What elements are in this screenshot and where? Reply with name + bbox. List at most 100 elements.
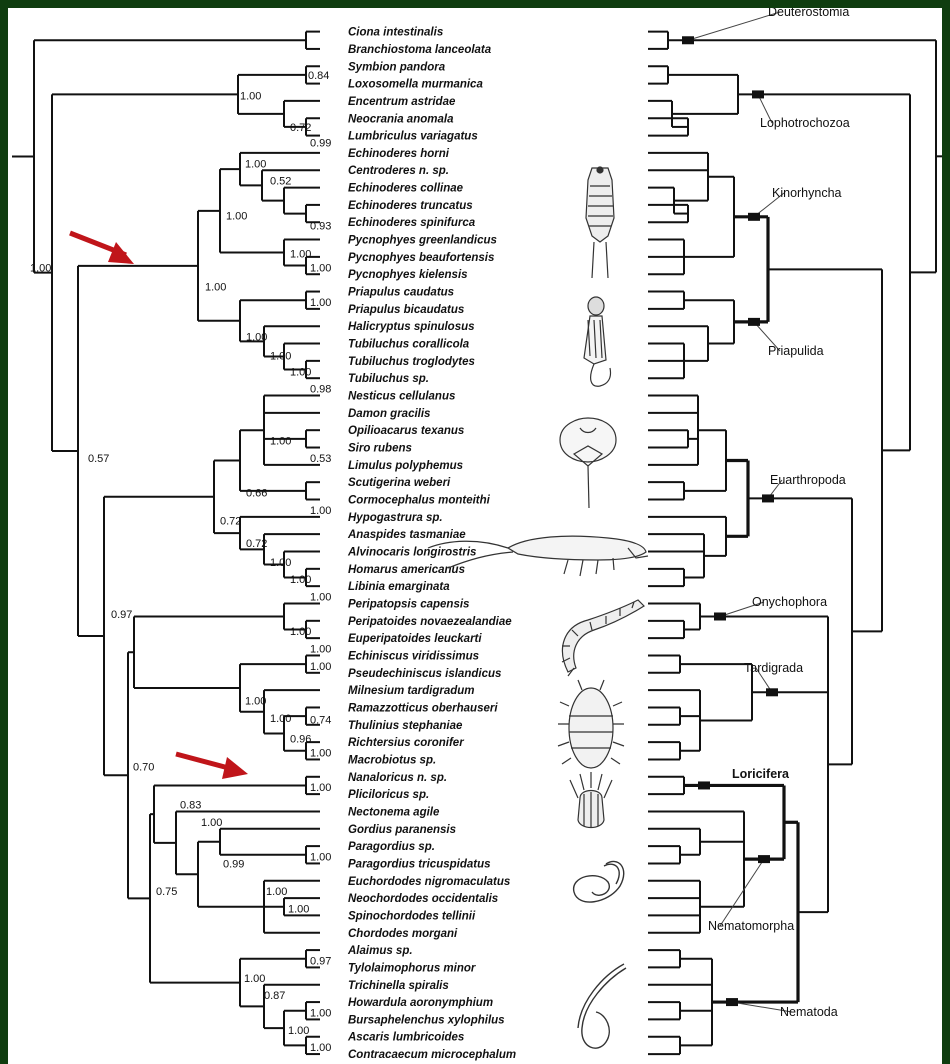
clade-label: Euarthropoda xyxy=(770,473,846,487)
support-value: 1.00 xyxy=(310,782,331,794)
kinorhynch-drawing xyxy=(585,166,615,279)
taxon-label: Ascaris lumbricoides xyxy=(347,1032,464,1044)
taxon-label: Siro rubens xyxy=(348,443,412,455)
taxon-label: Chordodes morgani xyxy=(348,928,458,940)
support-value: 0.57 xyxy=(88,453,109,465)
taxon-label: Gordius paranensis xyxy=(348,824,456,836)
taxon-label: Opilioacarus texanus xyxy=(348,425,464,437)
clade-label: Kinorhyncha xyxy=(772,186,842,200)
nematode-drawing xyxy=(577,963,627,1049)
support-value: 1.00 xyxy=(290,366,311,378)
clade-label: Lophotrochozoa xyxy=(760,116,850,130)
support-value: 0.66 xyxy=(246,488,267,500)
clade-leader-line xyxy=(719,858,765,927)
taxon-label: Echinoderes collinae xyxy=(348,183,464,195)
support-value: 1.00 xyxy=(310,1042,331,1054)
clade-leader-line xyxy=(755,667,773,693)
support-value: 0.52 xyxy=(270,176,291,188)
support-value: 0.70 xyxy=(133,761,154,773)
taxon-label: Tubiluchus troglodytes xyxy=(348,356,475,368)
clade-marker xyxy=(758,855,770,864)
clade-marker xyxy=(726,998,738,1007)
clade-marker xyxy=(748,212,760,221)
taxon-label: Euchordodes nigromaculatus xyxy=(348,876,510,888)
taxon-label: Halicryptus spinulosus xyxy=(348,321,475,333)
taxon-label: Loxosomella murmanica xyxy=(348,79,483,91)
taxon-label: Contracaecum microcephalum xyxy=(348,1049,516,1061)
taxon-label: Libinia emarginata xyxy=(348,581,450,593)
clade-marker xyxy=(766,688,778,697)
support-value: 0.72 xyxy=(246,538,267,550)
taxon-label: Trichinella spiralis xyxy=(348,980,449,992)
priapulid-drawing xyxy=(583,296,612,387)
support-value: 0.83 xyxy=(180,800,201,812)
support-value: 0.74 xyxy=(310,715,331,727)
taxon-label: Tubiluchus sp. xyxy=(348,373,429,385)
support-value: 1.00 xyxy=(310,644,331,656)
taxon-label: Nectonema agile xyxy=(348,806,440,818)
support-value: 1.00 xyxy=(245,158,266,170)
support-value: 1.00 xyxy=(245,696,266,708)
taxon-label: Bursaphelenchus xylophilus xyxy=(348,1014,505,1026)
taxon-label: Nesticus cellulanus xyxy=(348,391,455,403)
velvet-worm-drawing xyxy=(561,599,645,677)
taxon-label: Lumbriculus variagatus xyxy=(348,131,478,143)
taxon-label: Pycnophyes beaufortensis xyxy=(348,252,494,264)
clade-marker xyxy=(714,612,726,621)
clade-leader-line xyxy=(753,321,781,352)
support-value: 0.96 xyxy=(290,734,311,746)
taxon-label: Echinoderes truncatus xyxy=(348,200,473,212)
support-value: 0.53 xyxy=(310,453,331,465)
taxon-label: Echinoderes horni xyxy=(348,148,450,160)
taxon-label: Centroderes n. sp. xyxy=(348,165,449,177)
taxon-label: Anaspides tasmaniae xyxy=(347,529,466,541)
clade-label: Nematoda xyxy=(780,1005,838,1019)
taxon-label: Tylolaimophorus minor xyxy=(348,962,476,974)
clade-marker xyxy=(698,781,710,790)
support-value: 1.00 xyxy=(290,574,311,586)
support-value: 1.00 xyxy=(270,351,291,363)
taxon-label: Pliciloricus sp. xyxy=(348,789,429,801)
taxon-label: Howardula aoronymphium xyxy=(348,997,493,1009)
support-value: 1.00 xyxy=(30,262,51,274)
support-value: 1.00 xyxy=(266,886,287,898)
taxon-label: Damon gracilis xyxy=(348,408,430,420)
support-value: 1.00 xyxy=(270,557,291,569)
support-value: 0.84 xyxy=(308,70,329,82)
clade-marker xyxy=(762,494,774,503)
taxon-label: Alaimus sp. xyxy=(347,945,413,957)
red-arrow-icon xyxy=(175,751,248,779)
support-value: 0.72 xyxy=(290,122,311,134)
taxon-label: Cormocephalus monteithi xyxy=(348,495,491,507)
taxon-label: Richtersius coronifer xyxy=(348,737,464,749)
taxon-label: Neochordodes occidentalis xyxy=(348,893,498,905)
taxon-label: Euperipatoides leuckarti xyxy=(348,633,482,645)
taxon-label: Paragordius tricuspidatus xyxy=(348,858,491,870)
support-value: 1.00 xyxy=(226,210,247,222)
support-value: 0.99 xyxy=(223,858,244,870)
taxon-label: Neocrania anomala xyxy=(348,113,454,125)
support-value: 0.72 xyxy=(220,515,241,527)
support-value: 1.00 xyxy=(310,661,331,673)
taxon-label: Encentrum astridae xyxy=(348,96,456,108)
horsehair-worm-drawing xyxy=(573,860,625,903)
shrimp-drawing xyxy=(427,535,649,577)
support-value: 0.93 xyxy=(310,221,331,233)
taxon-label: Priapulus caudatus xyxy=(348,287,454,299)
clade-label: Onychophora xyxy=(752,595,827,609)
support-value: 1.00 xyxy=(244,973,265,985)
clade-label: Priapulida xyxy=(768,344,824,358)
support-value: 1.00 xyxy=(270,713,291,725)
support-value: 1.00 xyxy=(310,1007,331,1019)
taxon-label: Tubiluchus corallicola xyxy=(348,339,470,351)
taxon-label: Alvinocaris longirostris xyxy=(347,547,476,559)
taxon-label: Priapulus bicaudatus xyxy=(348,304,464,316)
clade-label: Deuterostomia xyxy=(768,8,849,19)
taxon-label: Milnesium tardigradum xyxy=(348,685,475,697)
support-value: 0.97 xyxy=(111,609,132,621)
support-value: 1.00 xyxy=(290,626,311,638)
taxon-label: Pycnophyes greenlandicus xyxy=(348,235,497,247)
taxon-label: Branchiostoma lanceolata xyxy=(348,44,492,56)
